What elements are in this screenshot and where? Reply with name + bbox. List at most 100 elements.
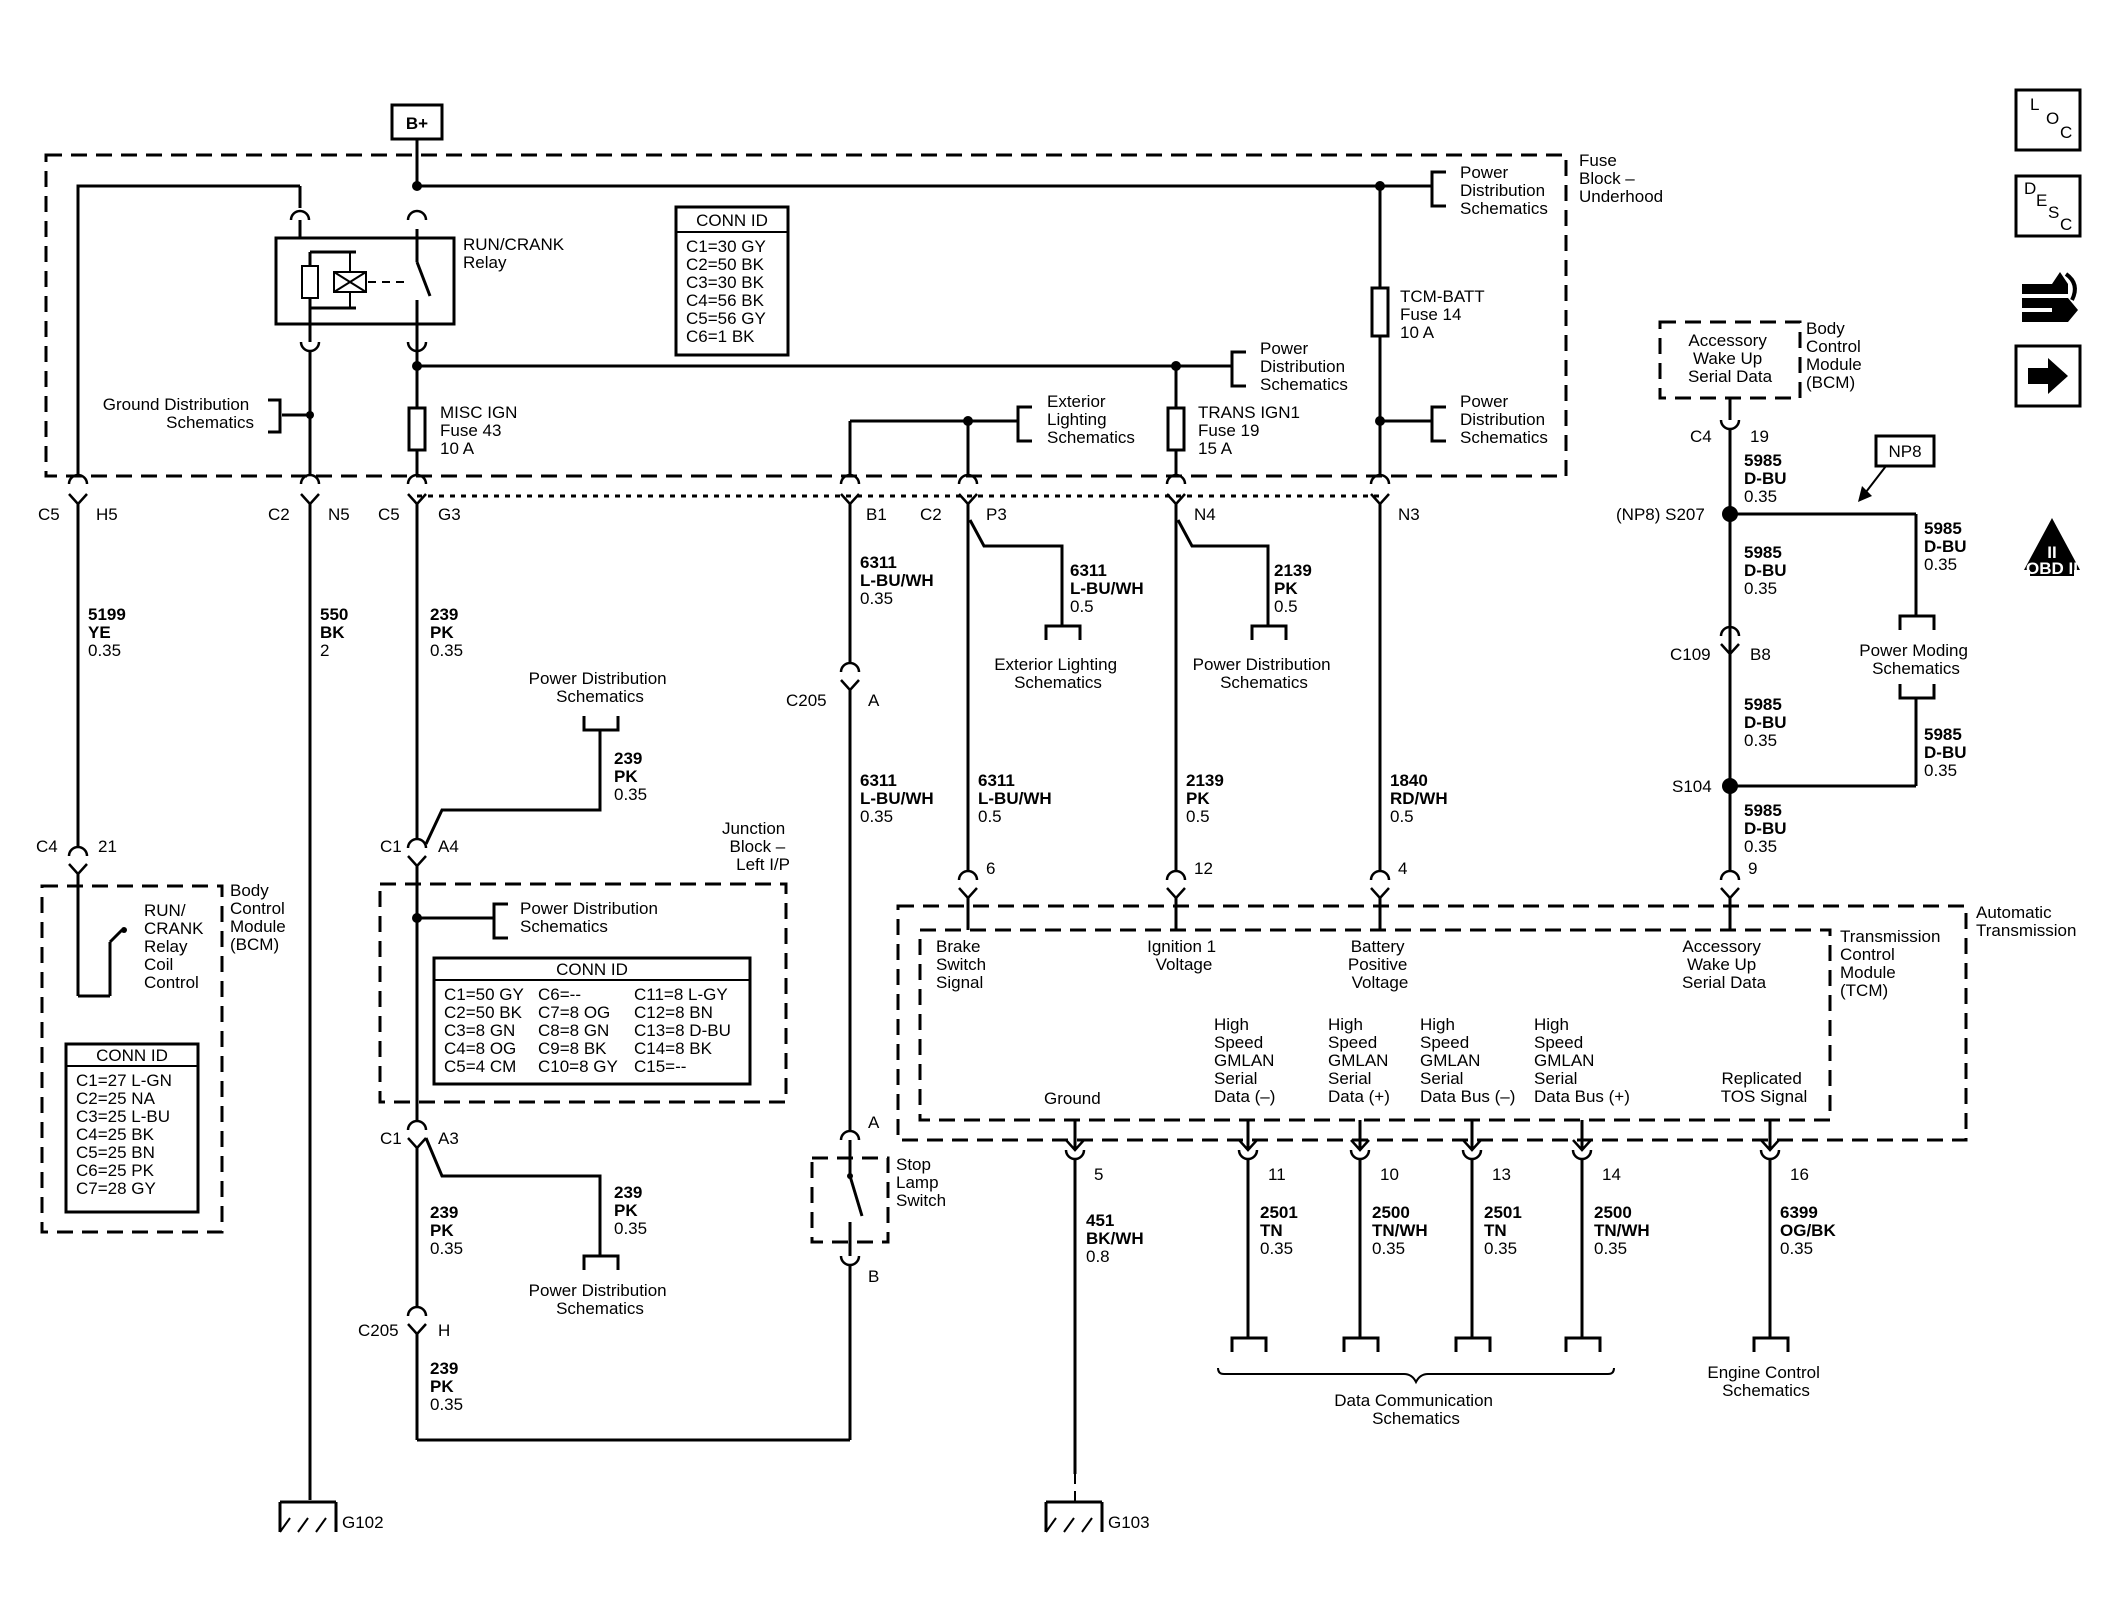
tcm-pin-5: 5 — [1094, 1165, 1103, 1184]
wire-2500b-label: 2500 TN/WH 0.35 — [1594, 1203, 1654, 1258]
svg-text:C4=8 OG: C4=8 OG — [444, 1039, 516, 1058]
conn-c2-right: C2 — [920, 505, 942, 524]
engine-control-label: Engine Control Schematics — [1707, 1363, 1824, 1400]
conn-c205-a: C205 — [786, 691, 827, 710]
bcm-relay-ctrl-label: RUN/ CRANK Relay Coil Control — [144, 901, 208, 992]
next-page-arrow-icon[interactable] — [2014, 344, 2082, 408]
splice-s104-label: S104 — [1672, 777, 1712, 796]
trans-ign1-label: TRANS IGN1 Fuse 19 15 A — [1198, 403, 1305, 458]
conn-n5: N5 — [328, 505, 350, 524]
svg-text:C6=1 BK: C6=1 BK — [686, 327, 755, 346]
relay-label: RUN/CRANK Relay — [463, 235, 569, 272]
automatic-transmission-label: Automatic Transmission — [1976, 903, 2076, 940]
tcm-pin-13: 13 — [1492, 1165, 1511, 1184]
trans-ign1-fuse — [1166, 406, 1186, 452]
tcm-pin-12: 12 — [1194, 859, 1213, 878]
wire-5985c-label: 5985 D-BU 0.35 — [1744, 543, 1791, 598]
tcm-pin-14: 14 — [1602, 1165, 1621, 1184]
svg-text:C7=28 GY: C7=28 GY — [76, 1179, 156, 1198]
conn-c5-mid: C5 — [378, 505, 400, 524]
wire-2500a-label: 2500 TN/WH 0.35 — [1372, 1203, 1432, 1258]
conn-g3: G3 — [438, 505, 461, 524]
tcm-top-connectors — [957, 869, 1741, 900]
misc-ign-fuse — [407, 406, 427, 452]
svg-text:C5=56 GY: C5=56 GY — [686, 309, 766, 328]
conn-c205-h: C205 — [358, 1321, 399, 1340]
ground-g103-label: G103 — [1108, 1513, 1150, 1532]
splice-s207-label: (NP8) S207 — [1616, 505, 1705, 524]
svg-text:C4=56 BK: C4=56 BK — [686, 291, 765, 310]
wire-2139a-label: 2139 PK 0.5 — [1274, 561, 1317, 616]
svg-text:CONN ID: CONN ID — [96, 1046, 168, 1065]
connector-swap-icon[interactable] — [2022, 272, 2078, 322]
fuse-block-outline — [44, 153, 1568, 478]
conn-h: H — [438, 1321, 450, 1340]
fuse-block-connectors — [67, 473, 1391, 506]
pd-upper-bracket — [582, 716, 620, 732]
wire-239b-label: 239 PK 0.35 — [614, 749, 647, 804]
bcm-conn-id: CONN ID C1=27 L-GN C2=25 NA C3=25 L-BU C… — [64, 1042, 200, 1214]
loc-icon[interactable]: L O C — [2014, 88, 2082, 152]
conn-c1-a3: C1 — [380, 1129, 402, 1148]
tcm-ign1-label: Ignition 1 Voltage — [1147, 937, 1221, 974]
conn-b1: B1 — [866, 505, 887, 524]
svg-text:II: II — [2047, 543, 2056, 562]
conn-a4: A4 — [438, 837, 459, 856]
splice-s104 — [1722, 778, 1738, 794]
junction-block-outline — [378, 882, 788, 1104]
svg-text:C3=30 BK: C3=30 BK — [686, 273, 765, 292]
conn-c5-left: C5 — [38, 505, 60, 524]
ground-g102-label: G102 — [342, 1513, 384, 1532]
fuse-block-conn-id: CONN ID C1=30 GY C2=50 BK C3=30 BK C4=56… — [674, 205, 790, 357]
tcm-hs4-label: High Speed GMLAN Serial Data Bus (+) — [1534, 1015, 1630, 1106]
bcm-left-label: Body Control Module (BCM) — [230, 881, 291, 954]
svg-text:C7=8 OG: C7=8 OG — [538, 1003, 610, 1022]
acc-wake-box-label: Accessory Wake Up Serial Data — [1688, 331, 1773, 386]
svg-text:C1=30 GY: C1=30 GY — [686, 237, 766, 256]
wire-6311c-label: 6311 L-BU/WH 0.5 — [1070, 561, 1148, 616]
wire-239e-label: 239 PK 0.35 — [430, 1359, 463, 1414]
conn-h5: H5 — [96, 505, 118, 524]
svg-text:C8=8 GN: C8=8 GN — [538, 1021, 609, 1040]
junction-block-conn-id: CONN ID C1=50 GY C2=50 BK C3=8 GN C4=8 O… — [432, 956, 752, 1086]
conn-c4-right: C4 — [1690, 427, 1712, 446]
np8-callout — [1874, 434, 1936, 468]
svg-text:E: E — [2036, 191, 2047, 210]
svg-text:C1=27 L-GN: C1=27 L-GN — [76, 1071, 172, 1090]
obd-ii-icon: II OBD II — [2024, 518, 2080, 578]
svg-text:C11=8 L-GY: C11=8 L-GY — [634, 985, 728, 1004]
wire-451-label: 451 BK/WH 0.8 — [1086, 1211, 1148, 1266]
svg-text:C1=50 GY: C1=50 GY — [444, 985, 524, 1004]
wire-1840-label: 1840 RD/WH 0.5 — [1390, 771, 1452, 826]
pd-top-label: Power Distribution Schematics — [1460, 163, 1550, 218]
svg-text:C2=50 BK: C2=50 BK — [686, 255, 765, 274]
tcm-tos-label: Replicated TOS Signal — [1721, 1069, 1808, 1106]
svg-text:C9=8 BK: C9=8 BK — [538, 1039, 607, 1058]
svg-text:L: L — [2030, 95, 2039, 114]
svg-text:C13=8 D-BU: C13=8 D-BU — [634, 1021, 731, 1040]
svg-text:C: C — [2060, 215, 2072, 234]
stop-lamp-pin-a: A — [868, 1113, 880, 1132]
tcm-hs1-label: High Speed GMLAN Serial Data (–) — [1214, 1015, 1279, 1106]
stop-lamp-label: Stop Lamp Switch — [896, 1155, 946, 1210]
wire-550-label: 550 BK 2 — [320, 605, 353, 660]
svg-text:C2=50 BK: C2=50 BK — [444, 1003, 523, 1022]
wire-239d-label: 239 PK 0.35 — [430, 1203, 463, 1258]
svg-text:C10=8 GY: C10=8 GY — [538, 1057, 618, 1076]
data-comm-brackets — [1217, 1336, 1615, 1385]
svg-text:C6=25 PK: C6=25 PK — [76, 1161, 155, 1180]
np8-label: NP8 — [1888, 442, 1921, 461]
tcm-label: Transmission Control Module (TCM) — [1840, 927, 1945, 1000]
pd-mid-label: Power Distribution Schematics — [1260, 339, 1350, 394]
junction-block-label: Junction Block – Left I/P — [722, 819, 790, 874]
tcm-pin-16: 16 — [1790, 1165, 1809, 1184]
ext-light-bottom-label: Exterior Lighting Schematics — [994, 655, 1122, 692]
desc-icon[interactable]: D E S C — [2014, 174, 2082, 238]
wire-6311d-label: 6311 L-BU/WH 0.5 — [978, 771, 1056, 826]
conn-c1-a4: C1 — [380, 837, 402, 856]
svg-text:C4=25 BK: C4=25 BK — [76, 1125, 155, 1144]
pd-lower-bracket — [582, 1254, 620, 1270]
pd-2139-bracket — [1250, 624, 1288, 640]
power-moding-bracket-top — [1898, 614, 1936, 630]
